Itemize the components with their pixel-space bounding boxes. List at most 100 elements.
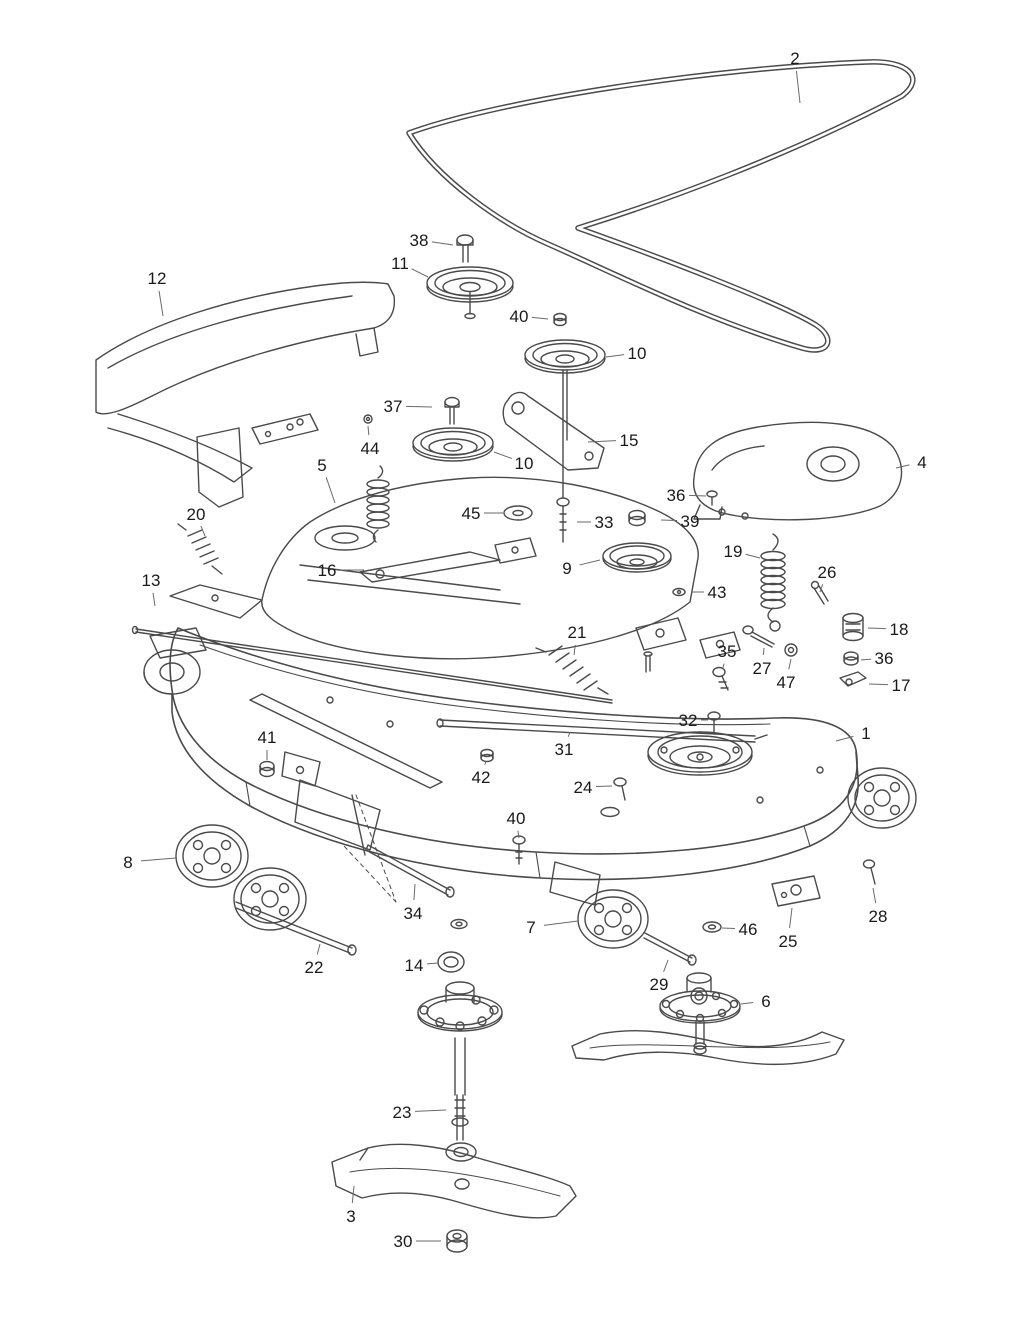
callout-leader-21 xyxy=(573,644,576,656)
cotter-pin-26 xyxy=(810,580,829,605)
callout-leader-4 xyxy=(895,464,910,469)
callout-leader-46 xyxy=(721,927,736,929)
part-callout-22: 22 xyxy=(305,958,324,977)
part-callout-15: 15 xyxy=(620,431,639,450)
callout-leader-26 xyxy=(819,584,824,593)
part-callout-18: 18 xyxy=(890,620,909,639)
part-callout-29: 29 xyxy=(650,975,669,994)
idler-pulley-10-lower xyxy=(412,427,494,462)
bolt-24 xyxy=(613,777,627,801)
part-callout-3: 3 xyxy=(346,1207,355,1226)
bracket-25 xyxy=(771,875,821,907)
pulley-9 xyxy=(602,542,672,573)
callout-leader-40 xyxy=(517,830,520,839)
part-callout-8: 8 xyxy=(123,853,132,872)
part-callout-33: 33 xyxy=(595,513,614,532)
callout-leader-40 xyxy=(531,316,549,320)
callout-leader-15 xyxy=(587,440,617,443)
callout-leader-31 xyxy=(567,731,571,737)
engagement-rod-13 xyxy=(131,625,613,704)
callout-leader-39 xyxy=(660,519,678,522)
bolt-28 xyxy=(862,859,876,885)
callout-leader-10 xyxy=(493,451,512,459)
part-callout-35: 35 xyxy=(718,642,737,661)
callout-leader-2 xyxy=(795,70,801,104)
bearing-14 xyxy=(437,951,465,973)
part-callout-1: 1 xyxy=(861,724,870,743)
nut-30 xyxy=(446,1229,468,1253)
callout-leader-18 xyxy=(867,627,887,630)
nut-43 xyxy=(672,587,686,597)
part-callout-4: 4 xyxy=(917,453,926,472)
callout-leader-34 xyxy=(413,883,416,901)
callout-leader-12 xyxy=(158,290,164,317)
bracket-17 xyxy=(839,671,867,687)
callout-leader-28 xyxy=(872,887,877,904)
callout-leader-11 xyxy=(411,268,429,278)
spring-19 xyxy=(760,533,786,632)
callout-leader-20 xyxy=(200,525,206,537)
part-callout-32: 32 xyxy=(679,711,698,730)
callout-leader-44 xyxy=(367,425,370,436)
callout-leader-37 xyxy=(405,405,433,408)
brake-rod-31 xyxy=(436,718,768,743)
bolt-27 xyxy=(742,625,775,648)
bolt-32 xyxy=(707,711,721,735)
nut-36-right xyxy=(843,651,859,666)
gauge-wheel-7 xyxy=(577,889,649,949)
part-callout-37: 37 xyxy=(384,397,403,416)
gauge-wheel-8a xyxy=(175,824,249,888)
caster-roller-left xyxy=(143,627,207,695)
part-callout-13: 13 xyxy=(142,571,161,590)
discharge-chute-12 xyxy=(95,281,396,508)
nut-39 xyxy=(628,509,646,527)
line-art xyxy=(95,59,917,1253)
callout-leader-35 xyxy=(722,663,725,669)
spring-21 xyxy=(535,645,609,695)
idler-pulley-10-upper xyxy=(524,339,606,499)
callout-leader-1 xyxy=(835,735,854,742)
part-callout-34: 34 xyxy=(404,904,423,923)
part-callout-17: 17 xyxy=(892,676,911,695)
part-callout-10: 10 xyxy=(628,344,647,363)
callout-leader-3 xyxy=(351,1185,355,1204)
nut-42 xyxy=(480,748,494,763)
part-callout-2: 2 xyxy=(790,49,799,68)
part-callout-9: 9 xyxy=(562,559,571,578)
part-callout-14: 14 xyxy=(405,956,424,975)
part-callout-21: 21 xyxy=(568,623,587,642)
part-callout-10: 10 xyxy=(515,454,534,473)
callout-leader-24 xyxy=(595,785,613,788)
callout-leader-10 xyxy=(605,354,625,358)
rod-34 xyxy=(365,844,455,898)
spindle-housing-23 xyxy=(417,981,503,1162)
idler-bracket-15 xyxy=(502,391,605,471)
part-callout-45: 45 xyxy=(462,504,481,523)
callout-leader-42 xyxy=(484,760,487,765)
part-callout-6: 6 xyxy=(761,992,770,1011)
part-callout-30: 30 xyxy=(394,1232,413,1251)
callout-leader-6 xyxy=(740,1002,754,1005)
bolt-38 xyxy=(456,234,474,263)
gauge-wheel-right xyxy=(847,767,917,829)
spring-5 xyxy=(366,465,390,543)
bolt-35 xyxy=(712,666,729,691)
part-callout-23: 23 xyxy=(393,1103,412,1122)
part-callout-20: 20 xyxy=(187,505,206,524)
axle-22 xyxy=(235,901,357,956)
callout-leader-36 xyxy=(860,658,872,661)
part-callout-28: 28 xyxy=(869,907,888,926)
spindle-pulley-top xyxy=(647,731,753,776)
part-callout-39: 39 xyxy=(681,512,700,531)
screw-36-cover xyxy=(706,490,718,506)
deck-details xyxy=(249,617,824,906)
gauge-wheel-8b xyxy=(233,867,307,931)
part-callout-5: 5 xyxy=(317,456,326,475)
part-callout-46: 46 xyxy=(739,920,758,939)
washer-stack-top xyxy=(450,918,468,930)
idler-pulley-11 xyxy=(426,266,514,320)
part-callout-12: 12 xyxy=(148,269,167,288)
part-callout-11: 11 xyxy=(391,254,409,273)
callout-leader-13 xyxy=(152,592,156,607)
callout-leader-47 xyxy=(788,658,792,670)
